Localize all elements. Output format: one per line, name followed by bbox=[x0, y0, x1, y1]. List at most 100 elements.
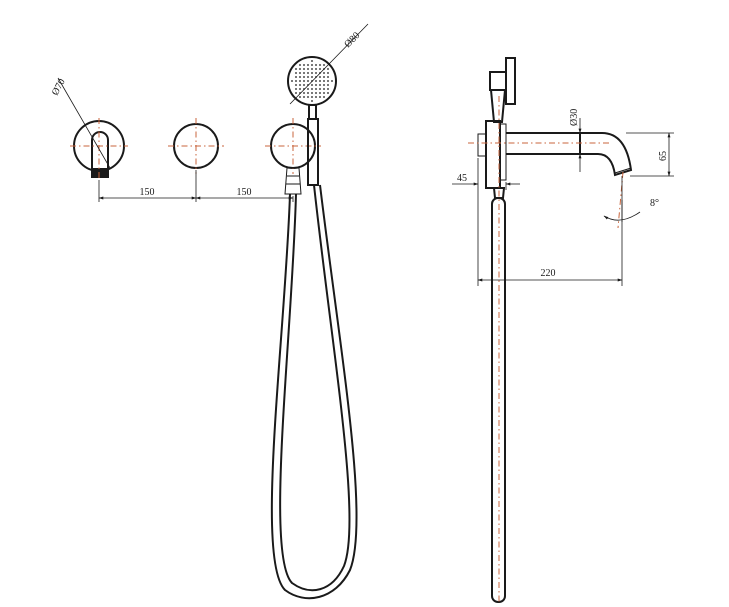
nozzle-dot bbox=[311, 60, 313, 62]
dim-handshower-diameter: Ø80 bbox=[289, 23, 369, 105]
nozzle-dot bbox=[311, 68, 313, 70]
side-wall-plate bbox=[485, 120, 501, 189]
nozzle-dot bbox=[307, 72, 309, 74]
nozzle-dot bbox=[307, 76, 309, 78]
shower-hose bbox=[270, 184, 358, 600]
nozzle-dot bbox=[315, 68, 317, 70]
nozzle-dot bbox=[311, 64, 313, 66]
hose-connector bbox=[284, 167, 302, 195]
nozzle-dot bbox=[307, 88, 309, 90]
side-view bbox=[468, 57, 633, 604]
dim-spout-height: 65 bbox=[626, 132, 674, 177]
front-diverter bbox=[265, 118, 321, 195]
nozzle-dot bbox=[331, 80, 333, 82]
dim-pipe-diameter: Ø30 bbox=[569, 109, 582, 172]
nozzle-dot bbox=[327, 68, 329, 70]
spout-body bbox=[91, 131, 109, 176]
dim-spacing-right-label: 150 bbox=[237, 187, 252, 198]
dim-wall-depth-label: 45 bbox=[457, 173, 467, 184]
nozzle-dot bbox=[295, 68, 297, 70]
dim-spacing: 150 150 bbox=[98, 170, 294, 202]
nozzle-dot bbox=[311, 96, 313, 98]
side-holder-arm bbox=[489, 71, 507, 91]
nozzle-dot bbox=[311, 88, 313, 90]
nozzle-dot bbox=[303, 80, 305, 82]
nozzle-dot bbox=[323, 80, 325, 82]
nozzle-dot bbox=[327, 80, 329, 82]
nozzle-dot bbox=[327, 72, 329, 74]
nozzle-dot bbox=[299, 72, 301, 74]
nozzle-dot bbox=[319, 88, 321, 90]
nozzle-dot bbox=[319, 76, 321, 78]
nozzle-dot bbox=[323, 84, 325, 86]
nozzle-dot bbox=[311, 100, 313, 102]
nozzle-dot bbox=[311, 84, 313, 86]
hand-shower bbox=[287, 56, 337, 186]
nozzle-dot bbox=[315, 92, 317, 94]
nozzle-dot bbox=[319, 96, 321, 98]
nozzle-dot bbox=[319, 64, 321, 66]
nozzle-dot bbox=[323, 72, 325, 74]
nozzle-dot bbox=[315, 72, 317, 74]
side-holder-neck bbox=[489, 89, 507, 123]
nozzle-dot bbox=[323, 96, 325, 98]
nozzle-dot bbox=[303, 96, 305, 98]
nozzle-dot bbox=[295, 76, 297, 78]
nozzle-dot bbox=[315, 64, 317, 66]
nozzle-dot bbox=[299, 64, 301, 66]
nozzle-dot bbox=[295, 92, 297, 94]
nozzle-dot bbox=[311, 92, 313, 94]
nozzle-dot bbox=[303, 84, 305, 86]
nozzle-dot bbox=[299, 88, 301, 90]
side-holder-plate bbox=[505, 57, 516, 105]
nozzle-dot bbox=[299, 68, 301, 70]
shower-handle bbox=[307, 118, 319, 186]
nozzle-dot bbox=[323, 92, 325, 94]
nozzle-dot bbox=[295, 72, 297, 74]
side-front-flange bbox=[499, 123, 507, 181]
nozzle-dot bbox=[327, 84, 329, 86]
nozzle-dot bbox=[315, 80, 317, 82]
dim-spout-reach-label: 220 bbox=[541, 268, 556, 279]
front-mixer bbox=[168, 118, 224, 174]
nozzle-dot bbox=[319, 84, 321, 86]
nozzle-dot bbox=[303, 92, 305, 94]
dim-wall-depth: 45 bbox=[452, 158, 520, 286]
side-spout-pipe bbox=[506, 132, 633, 177]
nozzle-dot bbox=[303, 72, 305, 74]
shower-neck bbox=[308, 104, 317, 120]
nozzle-dot bbox=[303, 68, 305, 70]
side-hose-connector bbox=[492, 187, 506, 199]
dim-spout-angle-label: 8° bbox=[650, 198, 659, 209]
dim-spout-diameter: Ø70 bbox=[50, 77, 111, 169]
nozzle-dot bbox=[319, 68, 321, 70]
nozzle-dot bbox=[327, 92, 329, 94]
side-rear-body bbox=[477, 133, 487, 157]
nozzle-dot bbox=[315, 84, 317, 86]
dim-spout-diameter-label: Ø70 bbox=[50, 77, 68, 97]
nozzle-dot bbox=[295, 88, 297, 90]
nozzle-dot bbox=[307, 68, 309, 70]
nozzle-dot bbox=[315, 96, 317, 98]
dim-pipe-diameter-label: Ø30 bbox=[569, 109, 580, 126]
nozzle-dot bbox=[311, 72, 313, 74]
nozzle-dot bbox=[303, 64, 305, 66]
nozzle-dot bbox=[323, 76, 325, 78]
nozzle-dot bbox=[299, 76, 301, 78]
nozzle-dot bbox=[315, 88, 317, 90]
nozzle-dot bbox=[327, 76, 329, 78]
nozzle-dot bbox=[319, 80, 321, 82]
nozzle-dot bbox=[295, 80, 297, 82]
nozzle-dot bbox=[311, 76, 313, 78]
spout-outlet bbox=[91, 168, 109, 178]
dim-spacing-left-label: 150 bbox=[140, 187, 155, 198]
nozzle-dot bbox=[299, 84, 301, 86]
dim-spout-reach: 220 bbox=[477, 200, 623, 286]
nozzle-dot bbox=[307, 80, 309, 82]
nozzle-dot bbox=[307, 92, 309, 94]
nozzle-dot bbox=[323, 88, 325, 90]
nozzle-dot bbox=[307, 96, 309, 98]
nozzle-dot bbox=[319, 92, 321, 94]
